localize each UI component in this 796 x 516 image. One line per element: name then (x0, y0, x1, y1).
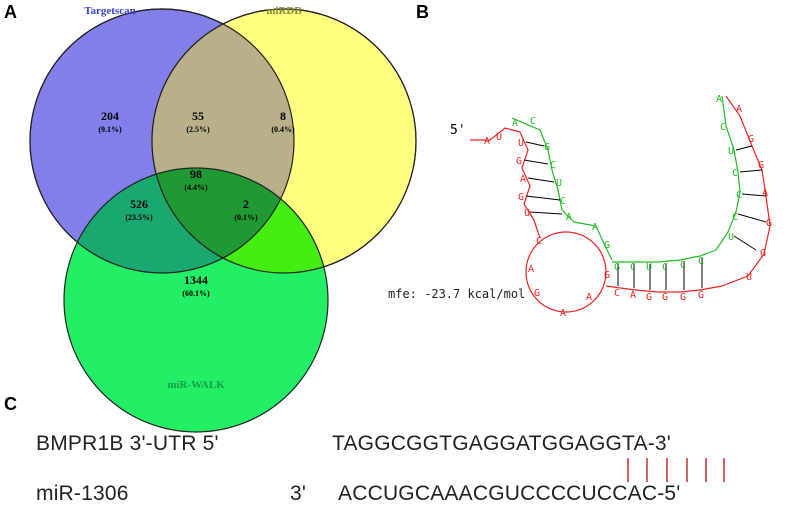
svg-text:A: A (592, 222, 598, 233)
region-pct: (4.4%) (184, 183, 208, 192)
svg-text:G: G (518, 192, 524, 203)
svg-text:C: C (530, 116, 536, 127)
svg-text:G: G (604, 240, 610, 251)
svg-text:G: G (758, 160, 764, 171)
five-prime-label: 5' (450, 123, 466, 138)
svg-text:G: G (646, 292, 652, 303)
region-pct: (0.4%) (271, 125, 295, 134)
svg-text:A: A (762, 188, 768, 199)
region-pct: (60.1%) (182, 289, 210, 298)
svg-text:A: A (716, 94, 722, 105)
region-pct: (2.5%) (186, 125, 210, 134)
svg-text:G: G (544, 142, 550, 153)
svg-text:G: G (760, 248, 766, 259)
region-count: 8 (280, 109, 286, 123)
svg-text:A: A (520, 174, 526, 185)
region-pct: (23.5%) (125, 213, 153, 222)
target-sequence: TAGGCGGTGAGGATGGAGGTA-3' (332, 432, 671, 455)
svg-text:A: A (630, 290, 636, 301)
svg-text:C: C (662, 262, 668, 273)
svg-text:C: C (736, 190, 742, 201)
svg-text:G: G (614, 262, 620, 273)
svg-text:U: U (524, 208, 530, 219)
svg-text:G: G (604, 270, 610, 281)
region-count: 2 (243, 197, 249, 211)
panel-label-a: A (4, 2, 17, 22)
svg-text:C: C (698, 256, 704, 267)
pairing-lines (627, 458, 725, 482)
svg-text:A: A (736, 104, 742, 115)
svg-text:A: A (586, 292, 592, 303)
svg-text:C: C (630, 262, 636, 273)
svg-text:C: C (680, 260, 686, 271)
svg-text:G: G (662, 292, 668, 303)
region-count: 1344 (184, 273, 208, 287)
svg-text:G: G (680, 292, 686, 303)
svg-text:U: U (518, 138, 524, 149)
region-count: 55 (192, 109, 204, 123)
venn-label-targetscan: Targetscan (84, 5, 136, 17)
mirna-end-label: 3' (290, 482, 307, 505)
region-pct: (9.1%) (98, 125, 122, 134)
svg-text:A: A (512, 118, 518, 129)
mirna-sequence: ACCUGCAAACGUCCCCUCCAC-5' (338, 482, 681, 505)
mirna-name: miR-1306 (36, 482, 129, 505)
svg-text:U: U (728, 232, 734, 243)
svg-text:U: U (556, 178, 562, 189)
svg-text:A: A (528, 264, 534, 275)
svg-text:C: C (732, 168, 738, 179)
svg-text:C: C (720, 122, 726, 133)
mfe-label: mfe: -23.7 kcal/mol (388, 287, 525, 301)
svg-text:C: C (614, 288, 620, 299)
panel-label-c: C (4, 394, 17, 414)
target-name: BMPR1B 3'-UTR 5' (36, 432, 219, 455)
svg-text:G: G (698, 290, 704, 301)
region-count: 98 (190, 167, 202, 181)
venn-label-mirdb: miRDB (266, 5, 302, 17)
svg-text:G: G (516, 156, 522, 167)
svg-text:U: U (646, 262, 652, 273)
venn-region-mirdb-mirwalk (152, 168, 328, 273)
region-pct: (0.1%) (234, 213, 258, 222)
svg-text:G: G (766, 218, 772, 229)
svg-text:G: G (534, 288, 540, 299)
region-count: 526 (130, 197, 148, 211)
svg-text:C: C (536, 236, 542, 247)
svg-text:C: C (560, 196, 566, 207)
svg-text:G: G (748, 134, 754, 145)
svg-text:A: A (484, 136, 490, 147)
region-count: 204 (101, 109, 119, 123)
venn-diagram: Targetscan miRDB miR-WALK 204 (9.1%) 55 … (29, 5, 417, 433)
svg-text:C: C (550, 160, 556, 171)
svg-text:U: U (728, 146, 734, 157)
panel-label-b: B (416, 2, 429, 22)
svg-text:A: A (566, 212, 572, 223)
svg-text:C: C (732, 212, 738, 223)
venn-label-mirwalk: miR-WALK (167, 379, 225, 391)
svg-text:U: U (746, 272, 752, 283)
svg-text:U: U (496, 132, 502, 143)
svg-text:A: A (560, 308, 566, 319)
